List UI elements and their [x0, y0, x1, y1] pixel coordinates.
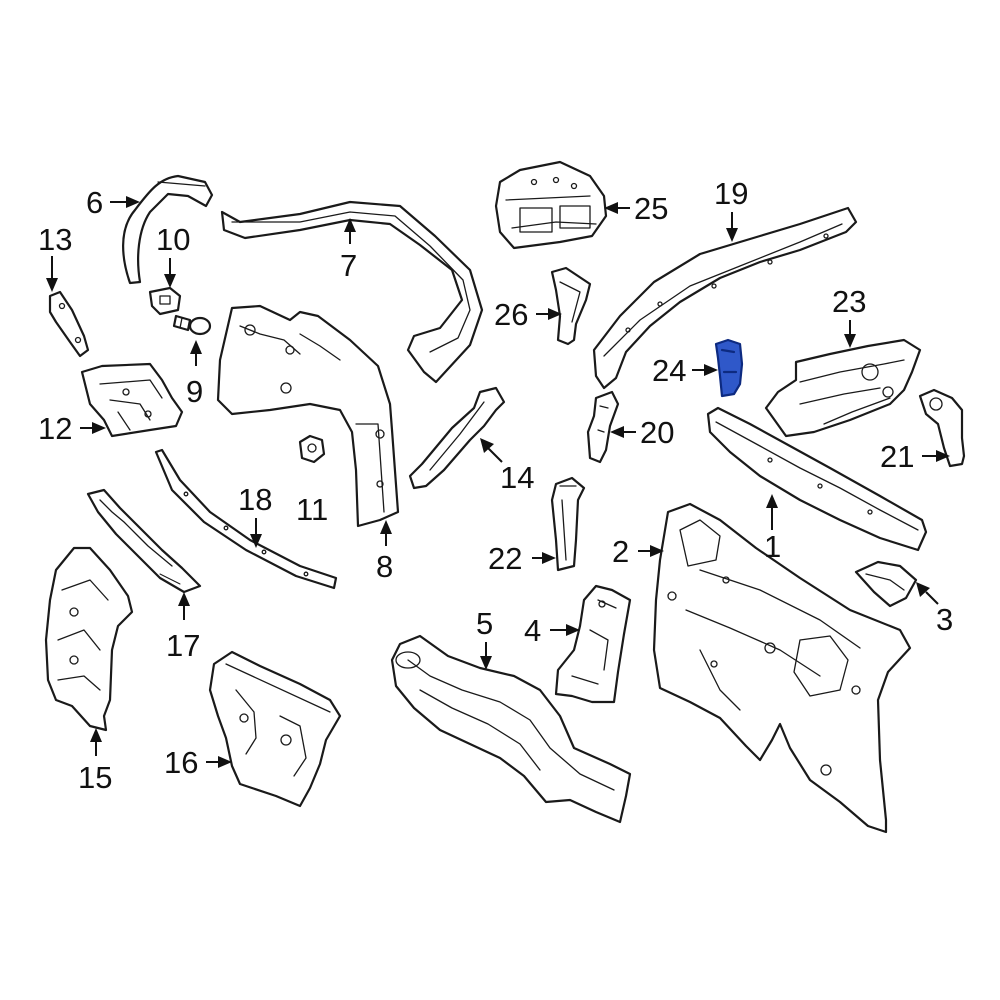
part-3-bracket[interactable] — [854, 560, 918, 608]
callout-1-label: 1 — [764, 529, 781, 564]
callout-1: 1 — [764, 494, 781, 564]
callout-13-label: 13 — [38, 222, 72, 257]
callout-26-label: 26 — [494, 297, 528, 332]
callout-25-label: 25 — [634, 191, 668, 226]
part-26-bracket[interactable] — [550, 266, 592, 346]
callout-6-label: 6 — [86, 185, 103, 220]
callout-18-label: 18 — [238, 482, 272, 517]
part-20-bracket[interactable] — [586, 390, 620, 464]
callout-20-label: 20 — [640, 415, 674, 450]
callout-16-label: 16 — [164, 745, 198, 780]
part-5-duct[interactable] — [390, 634, 632, 824]
callout-2: 2 — [612, 534, 664, 569]
callout-14: 14 — [480, 438, 534, 495]
callout-2-label: 2 — [612, 534, 629, 569]
part-1-cowl-crossmember[interactable] — [706, 406, 928, 552]
callout-11: 11 — [296, 492, 328, 527]
part-12-bracket-plate[interactable] — [80, 362, 184, 438]
callout-17-label: 17 — [166, 628, 200, 663]
part-19-upper-rail[interactable] — [592, 206, 858, 390]
part-17-strip[interactable] — [86, 488, 202, 594]
callout-6: 6 — [86, 185, 140, 220]
callout-12-label: 12 — [38, 411, 72, 446]
part-23-bracket-assembly[interactable] — [764, 338, 922, 438]
callout-19-label: 19 — [714, 176, 748, 211]
callout-10-label: 10 — [156, 222, 190, 257]
callout-16: 16 — [164, 745, 232, 780]
part-7-loop-rail[interactable] — [220, 200, 484, 384]
callout-15: 15 — [78, 728, 112, 795]
callout-3-label: 3 — [936, 602, 953, 637]
callout-8: 8 — [376, 520, 393, 584]
callout-13: 13 — [38, 222, 72, 292]
callout-19: 19 — [714, 176, 748, 242]
part-6-bracket-rod[interactable] — [122, 174, 214, 285]
part-14-strut[interactable] — [408, 386, 506, 490]
callout-24: 24 — [652, 353, 718, 388]
part-13-bracket[interactable] — [48, 290, 90, 358]
callout-9-label: 9 — [186, 374, 203, 409]
callout-25: 25 — [604, 191, 668, 226]
callout-5-label: 5 — [476, 606, 493, 641]
part-15-panel[interactable] — [44, 546, 134, 732]
callout-4: 4 — [524, 613, 580, 648]
part-4-bracket[interactable] — [554, 584, 632, 704]
part-11-nut[interactable] — [298, 434, 326, 464]
callout-4-label: 4 — [524, 613, 541, 648]
part-21-bracket[interactable] — [918, 388, 966, 468]
part-10-clip[interactable] — [148, 286, 182, 316]
part-18-seal-strip[interactable] — [154, 448, 338, 590]
callout-9: 9 — [186, 340, 203, 409]
callout-22: 22 — [488, 541, 556, 576]
callout-11-label: 11 — [296, 492, 328, 527]
part-16-dash-panel[interactable] — [208, 650, 342, 808]
callout-21-label: 21 — [880, 439, 914, 474]
part-8-side-panel[interactable] — [216, 304, 400, 528]
part-22-post[interactable] — [550, 476, 586, 572]
callout-22-label: 22 — [488, 541, 522, 576]
callout-15-label: 15 — [78, 760, 112, 795]
callout-12: 12 — [38, 411, 106, 446]
callout-23-label: 23 — [832, 284, 866, 319]
callout-24-label: 24 — [652, 353, 686, 388]
callout-21: 21 — [880, 439, 950, 474]
callout-17: 17 — [166, 592, 200, 663]
callout-7: 7 — [340, 218, 357, 283]
part-24-highlighted-bracket[interactable] — [714, 338, 744, 398]
part-25-air-box[interactable] — [494, 160, 608, 250]
callout-23: 23 — [832, 284, 866, 348]
callout-3: 3 — [916, 582, 953, 637]
part-9-bolt[interactable] — [172, 314, 212, 336]
callout-7-label: 7 — [340, 248, 357, 283]
callout-20: 20 — [610, 415, 674, 450]
callout-5: 5 — [476, 606, 493, 670]
part-2-dash-panel[interactable] — [652, 502, 912, 834]
callout-26: 26 — [494, 297, 562, 332]
callout-10: 10 — [156, 222, 190, 288]
callout-18: 18 — [238, 482, 272, 548]
callout-14-label: 14 — [500, 460, 534, 495]
callout-8-label: 8 — [376, 549, 393, 584]
